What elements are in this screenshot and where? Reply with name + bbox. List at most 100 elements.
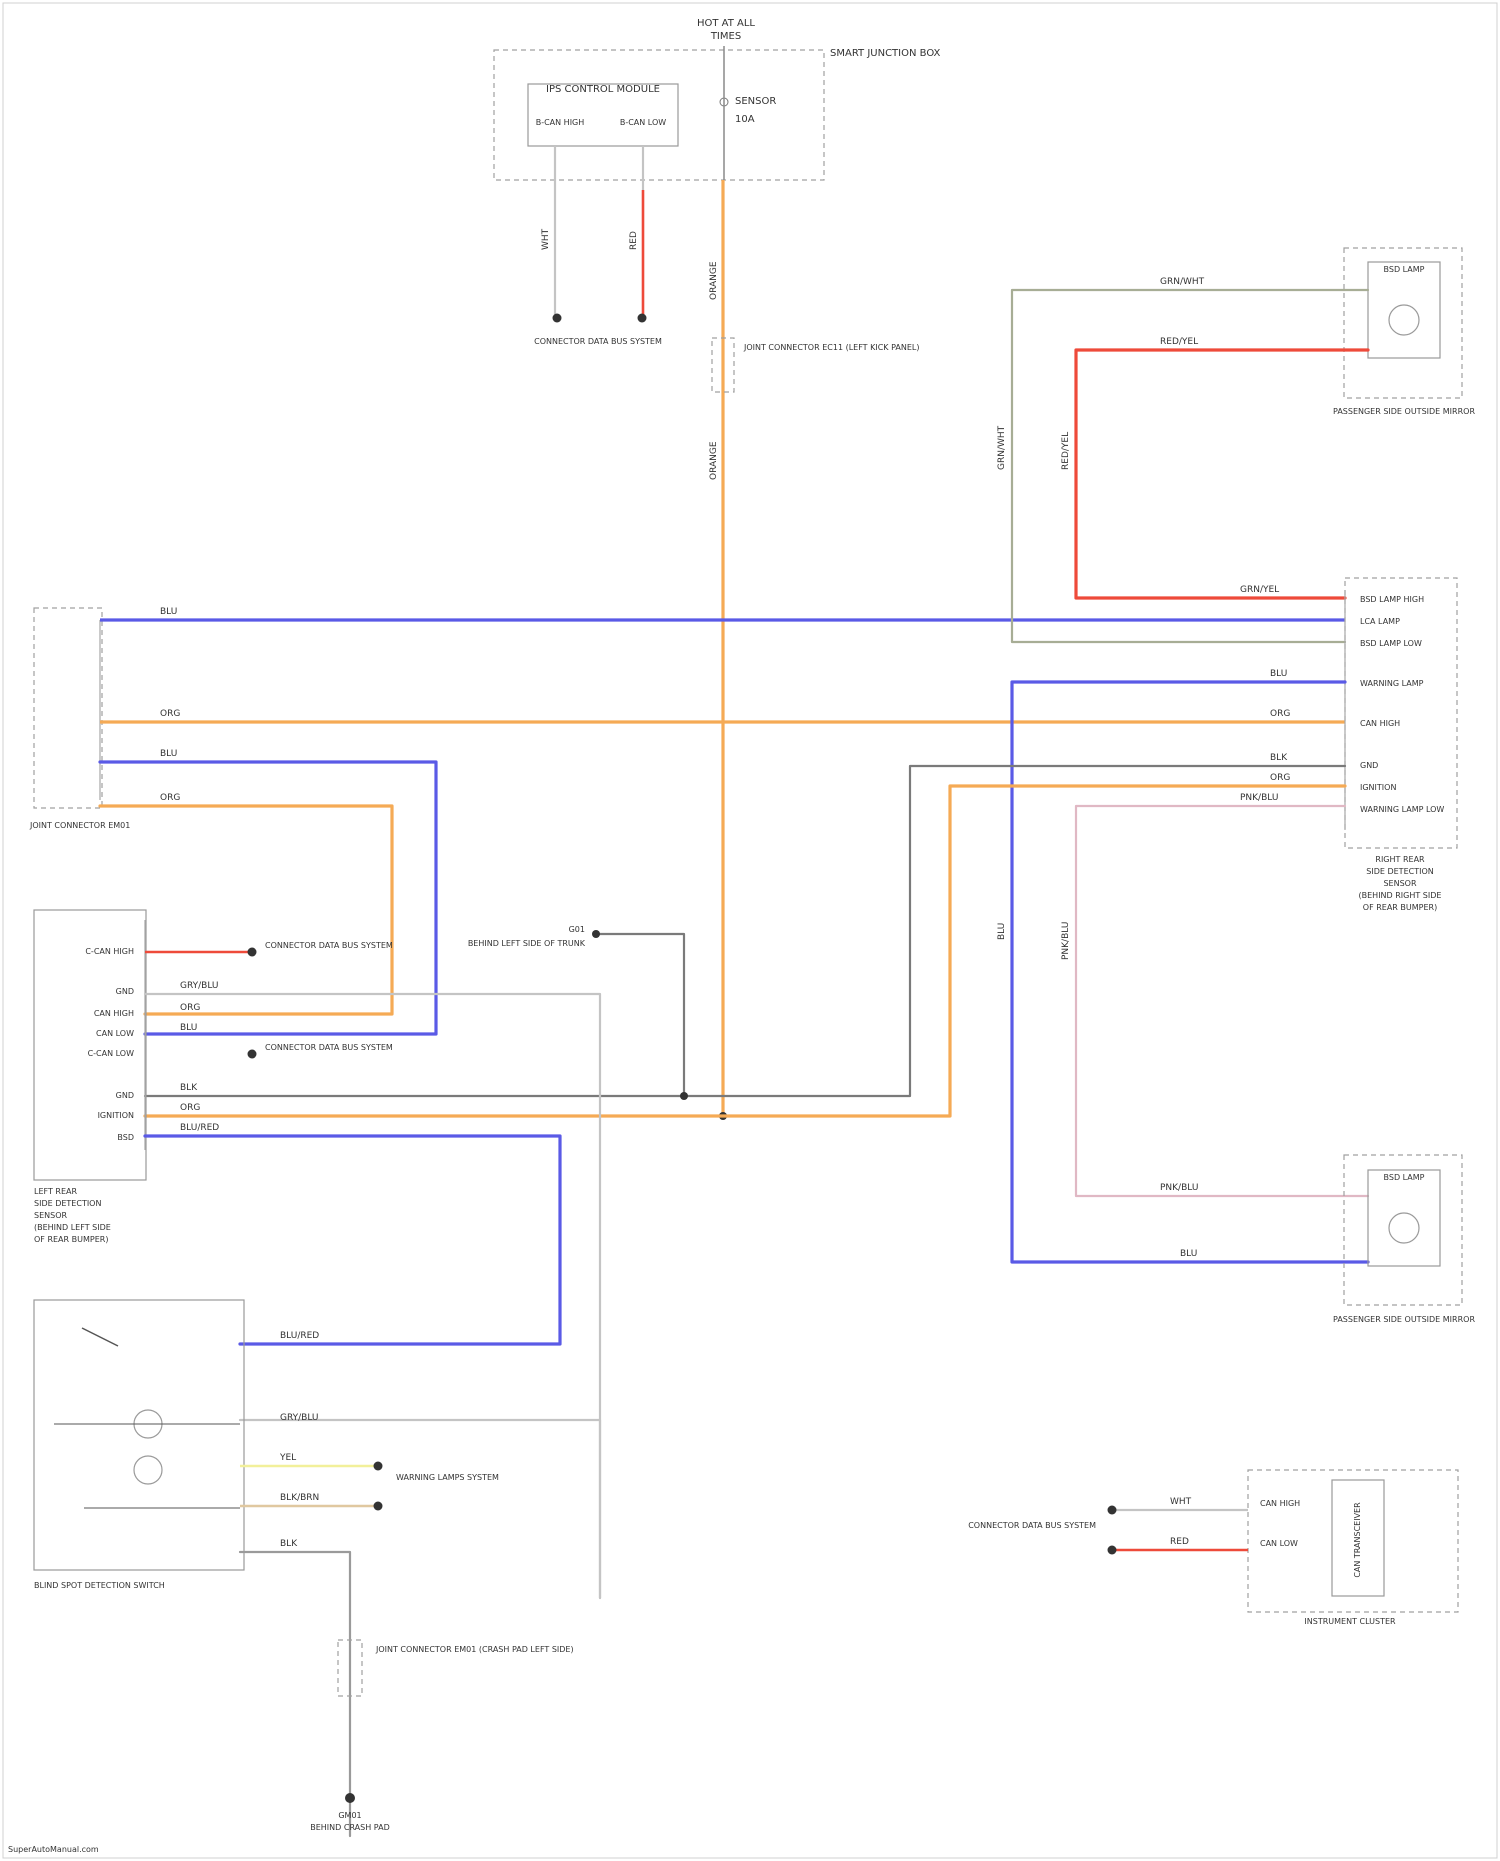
ground-jumper-wire [596, 934, 684, 1096]
main-ignition-feed: ORANGE JOINT CONNECTOR EC11 (LEFT KICK P… [709, 180, 919, 1120]
left-pin-1: GND [116, 987, 134, 996]
ips-left-pin-label: B-CAN HIGH [536, 118, 585, 127]
feed-wire-color: ORANGE [709, 261, 719, 300]
left-rear-sensor: C-CAN HIGH GND CAN HIGH CAN LOW C-CAN LO… [34, 910, 146, 1244]
joint-top-label: JOINT CONNECTOR EC11 (LEFT KICK PANEL) [743, 343, 919, 352]
left-caption-3: (BEHIND LEFT SIDE [34, 1223, 111, 1232]
ground-bottom-label: GM01 [338, 1811, 361, 1820]
switch-ground-wire [240, 1552, 350, 1836]
page-frame [3, 3, 1497, 1858]
ips-can-left-color: WHT [541, 228, 551, 250]
left-ign-color: ORG [180, 1103, 200, 1113]
bsd-switch-wire [145, 1136, 560, 1344]
left-gnd-color: BLK [180, 1083, 198, 1093]
left-caption-0: LEFT REAR [34, 1187, 77, 1196]
ground-color-right: BLK [1270, 753, 1288, 763]
switch-gray-wire [145, 994, 600, 1598]
ground-point-icon [592, 930, 600, 938]
right-caption-4: OF REAR BUMPER) [1363, 903, 1437, 912]
right-pin-6: IGNITION [1360, 783, 1396, 792]
switch-blu-color: BLU/RED [280, 1331, 319, 1341]
warning-color-vert: BLU [997, 923, 1007, 940]
can-system-label: CONNECTOR DATA BUS SYSTEM [534, 337, 662, 346]
can-terminal-left-icon [553, 314, 562, 323]
cluster-can-system-label: CONNECTOR DATA BUS SYSTEM [968, 1521, 1096, 1530]
cluster-wht-color: WHT [1170, 1497, 1192, 1507]
right-caption-0: RIGHT REAR [1375, 855, 1425, 864]
ground-caption: BEHIND LEFT SIDE OF TRUNK [468, 939, 586, 948]
warning-low-color-vert: PNK/BLU [1061, 922, 1071, 960]
right-pin-0: BSD LAMP HIGH [1360, 595, 1424, 604]
bsd-low-color: RED/YEL [1160, 337, 1198, 347]
bsd-low-color-vert: RED/YEL [1061, 432, 1071, 470]
smart-junction-box: SMART JUNCTION BOX IPS CONTROL MODULE B-… [494, 46, 941, 180]
cluster-pin-0: CAN HIGH [1260, 1499, 1300, 1508]
cluster-terminal-icon [1108, 1506, 1117, 1515]
ground-bottom-caption: BEHIND CRASH PAD [310, 1823, 389, 1832]
orange-can-color-right: ORG [1270, 709, 1290, 719]
left-can-low-color: BLU [180, 1023, 197, 1033]
left-bsd-color: BLU/RED [180, 1123, 219, 1133]
ips-right-pin-label: B-CAN LOW [620, 118, 666, 127]
lamp-bulb-icon [1389, 1213, 1419, 1243]
joint-left-outline [34, 608, 102, 808]
instrument-cluster: CAN TRANSCEIVER CAN HIGH CAN LOW INSTRUM… [1248, 1470, 1458, 1626]
orange-can-high-color: ORG [160, 793, 180, 803]
bsd-high-color-vert: GRN/WHT [997, 425, 1007, 470]
junction-box-outline [494, 50, 824, 180]
warning-terminal-icon-2 [374, 1502, 383, 1511]
left-pin-3: CAN LOW [96, 1029, 134, 1038]
left-pin-5: GND [116, 1091, 134, 1100]
diagram-title-line1: HOT AT ALL [697, 18, 755, 29]
cluster-pin-1: CAN LOW [1260, 1539, 1298, 1548]
cluster-terminal-icon-2 [1108, 1546, 1117, 1555]
fuse-name: SENSOR [735, 96, 776, 107]
right-pin-3: WARNING LAMP [1360, 679, 1424, 688]
ips-can-right-color: RED [629, 231, 639, 250]
joint-left-label: JOINT CONNECTOR EM01 [29, 821, 130, 830]
right-lower-lamp-caption: PASSENGER SIDE OUTSIDE MIRROR [1333, 1315, 1475, 1324]
warning-lamp-wire [1012, 682, 1368, 1262]
can-terminal-right-icon [638, 314, 647, 323]
fuse-rating: 10A [735, 114, 755, 125]
orange-can-color: ORG [160, 709, 180, 719]
switch-contact-icon [82, 1328, 118, 1346]
right-lower-lamp-housing [1368, 1170, 1440, 1266]
ignition-wire [145, 786, 1345, 1116]
feed-wire-color-2: ORANGE [709, 441, 719, 480]
warning-low-color-lamp: PNK/BLU [1160, 1183, 1198, 1193]
blue-can-low-color: BLU [160, 749, 177, 759]
right-upper-bsd-lamp: BSD LAMP PASSENGER SIDE OUTSIDE MIRROR [1333, 248, 1475, 416]
lamp-bulb-icon [1389, 305, 1419, 335]
right-pin-1: LCA LAMP [1360, 617, 1400, 626]
bsd-high-color: GRN/WHT [1160, 277, 1205, 287]
cluster-module-label: CAN TRANSCEIVER [1353, 1502, 1362, 1578]
joint-connector-left: JOINT CONNECTOR EM01 [29, 608, 130, 830]
left-pin-7: BSD [117, 1133, 134, 1142]
indicator-led-icon [134, 1456, 162, 1484]
right-pin-4: CAN HIGH [1360, 719, 1400, 728]
switch-gnd-color: BLK [280, 1539, 298, 1549]
right-upper-lamp-title: BSD LAMP [1384, 265, 1425, 274]
switch-caption: BLIND SPOT DETECTION SWITCH [34, 1581, 165, 1590]
warning-system-label: WARNING LAMPS SYSTEM [396, 1473, 499, 1482]
bsd-low-wire [1076, 350, 1368, 598]
diagram-title-line2: TIMES [710, 31, 741, 42]
c-can-low-terminal-icon [248, 1050, 257, 1059]
c-can-high-terminal-icon [248, 948, 257, 957]
cluster-caption: INSTRUMENT CLUSTER [1304, 1617, 1396, 1626]
switch-gray-return [240, 1420, 600, 1598]
joint-bottom-label: JOINT CONNECTOR EM01 (CRASH PAD LEFT SID… [375, 1645, 574, 1654]
warning-low-color: PNK/BLU [1240, 793, 1278, 803]
left-pin-0: C-CAN HIGH [85, 947, 134, 956]
left-caption-2: SENSOR [34, 1211, 67, 1220]
junction-box-label: SMART JUNCTION BOX [830, 48, 941, 59]
ground-label: G01 [569, 925, 585, 934]
left-pin-2: CAN HIGH [94, 1009, 134, 1018]
right-pin-5: GND [1360, 761, 1378, 770]
watermark: SuperAutoManual.com [8, 1845, 99, 1854]
switch-yel-color: YEL [279, 1453, 296, 1463]
ground-splice-icon [680, 1092, 688, 1100]
right-caption-3: (BEHIND RIGHT SIDE [1359, 891, 1442, 900]
